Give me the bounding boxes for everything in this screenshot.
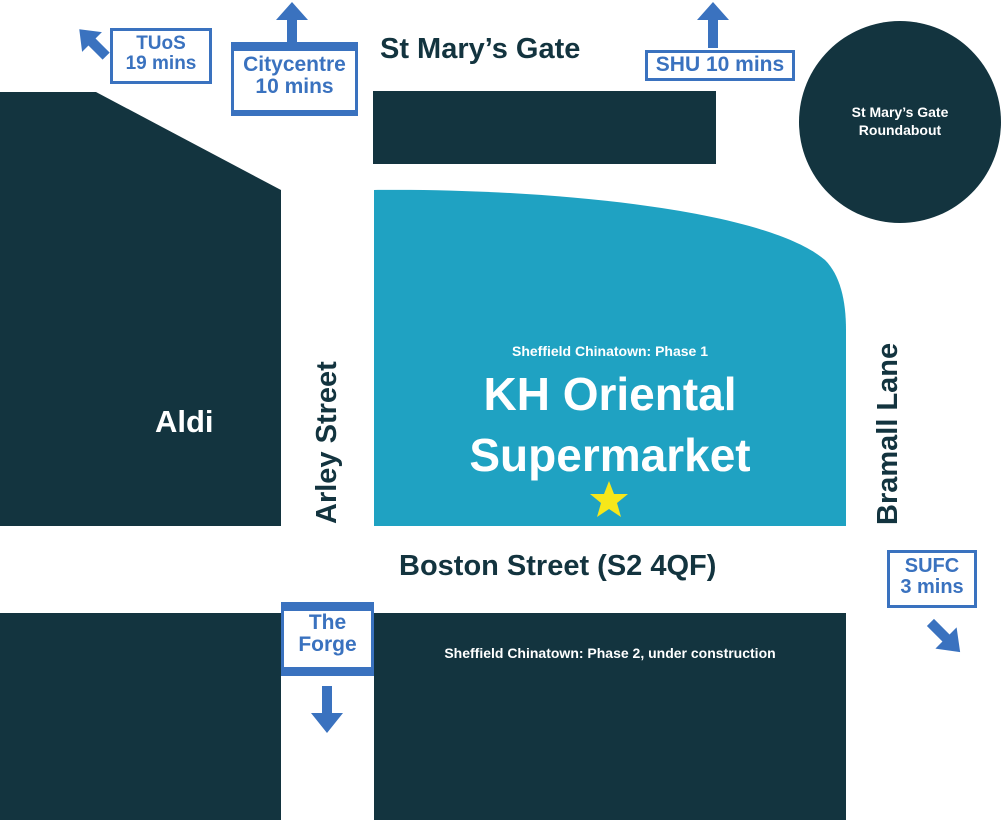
kh-oriental-building <box>374 189 846 526</box>
roundabout-label-line1: St Mary’s Gate <box>851 104 949 120</box>
sign-citycentre-line2: 10 mins <box>255 75 334 99</box>
sign-sufc: SUFC 3 mins <box>887 550 977 608</box>
aldi-building <box>0 92 281 526</box>
arrow-up-left-icon <box>79 29 110 60</box>
road-label-arley-street: Arley Street <box>311 361 343 524</box>
kh-oriental-title-line1: KH Oriental <box>483 368 737 420</box>
sign-shu: SHU 10 mins <box>645 50 795 81</box>
sign-shu-line1: SHU 10 mins <box>655 53 785 76</box>
road-label-bramall-lane: Bramall Lane <box>872 342 904 525</box>
sign-citycentre: Citycentre 10 mins <box>231 42 358 116</box>
sign-forge-line2: Forge <box>298 633 357 657</box>
phase1-subtitle: Sheffield Chinatown: Phase 1 <box>511 343 709 359</box>
phase2-building <box>374 613 846 820</box>
roundabout-label-line2: Roundabout <box>858 122 942 139</box>
sign-sufc-line2: 3 mins <box>900 576 964 598</box>
road-label-st-marys-gate: St Mary’s Gate <box>380 33 581 65</box>
road-label-boston-street: Boston Street (S2 4QF) <box>399 550 717 582</box>
sign-the-forge: The Forge <box>281 602 374 676</box>
roundabout-label: St Mary’s Gate Roundabout <box>820 103 980 139</box>
aldi-label: Aldi <box>155 404 214 439</box>
sign-tuos-line1: TUoS <box>136 33 186 54</box>
star-icon <box>590 481 628 517</box>
kh-oriental-title-line2: Supermarket <box>469 429 751 481</box>
sign-tuos-line2: 19 mins <box>125 52 197 74</box>
arrow-down-right-icon <box>926 618 961 653</box>
arrow-up-icon <box>276 2 308 42</box>
top-building <box>373 91 716 164</box>
sign-sufc-line1: SUFC <box>904 555 960 577</box>
arrow-down-icon <box>311 686 343 733</box>
phase2-label: Sheffield Chinatown: Phase 2, under cons… <box>444 645 776 661</box>
bottom-left-building <box>0 613 281 820</box>
sign-citycentre-line1: Citycentre <box>243 53 346 76</box>
roundabout <box>799 21 1001 223</box>
sign-forge-line1: The <box>308 611 347 634</box>
arrow-up-icon <box>697 2 729 48</box>
sign-tuos: TUoS 19 mins <box>110 28 212 84</box>
